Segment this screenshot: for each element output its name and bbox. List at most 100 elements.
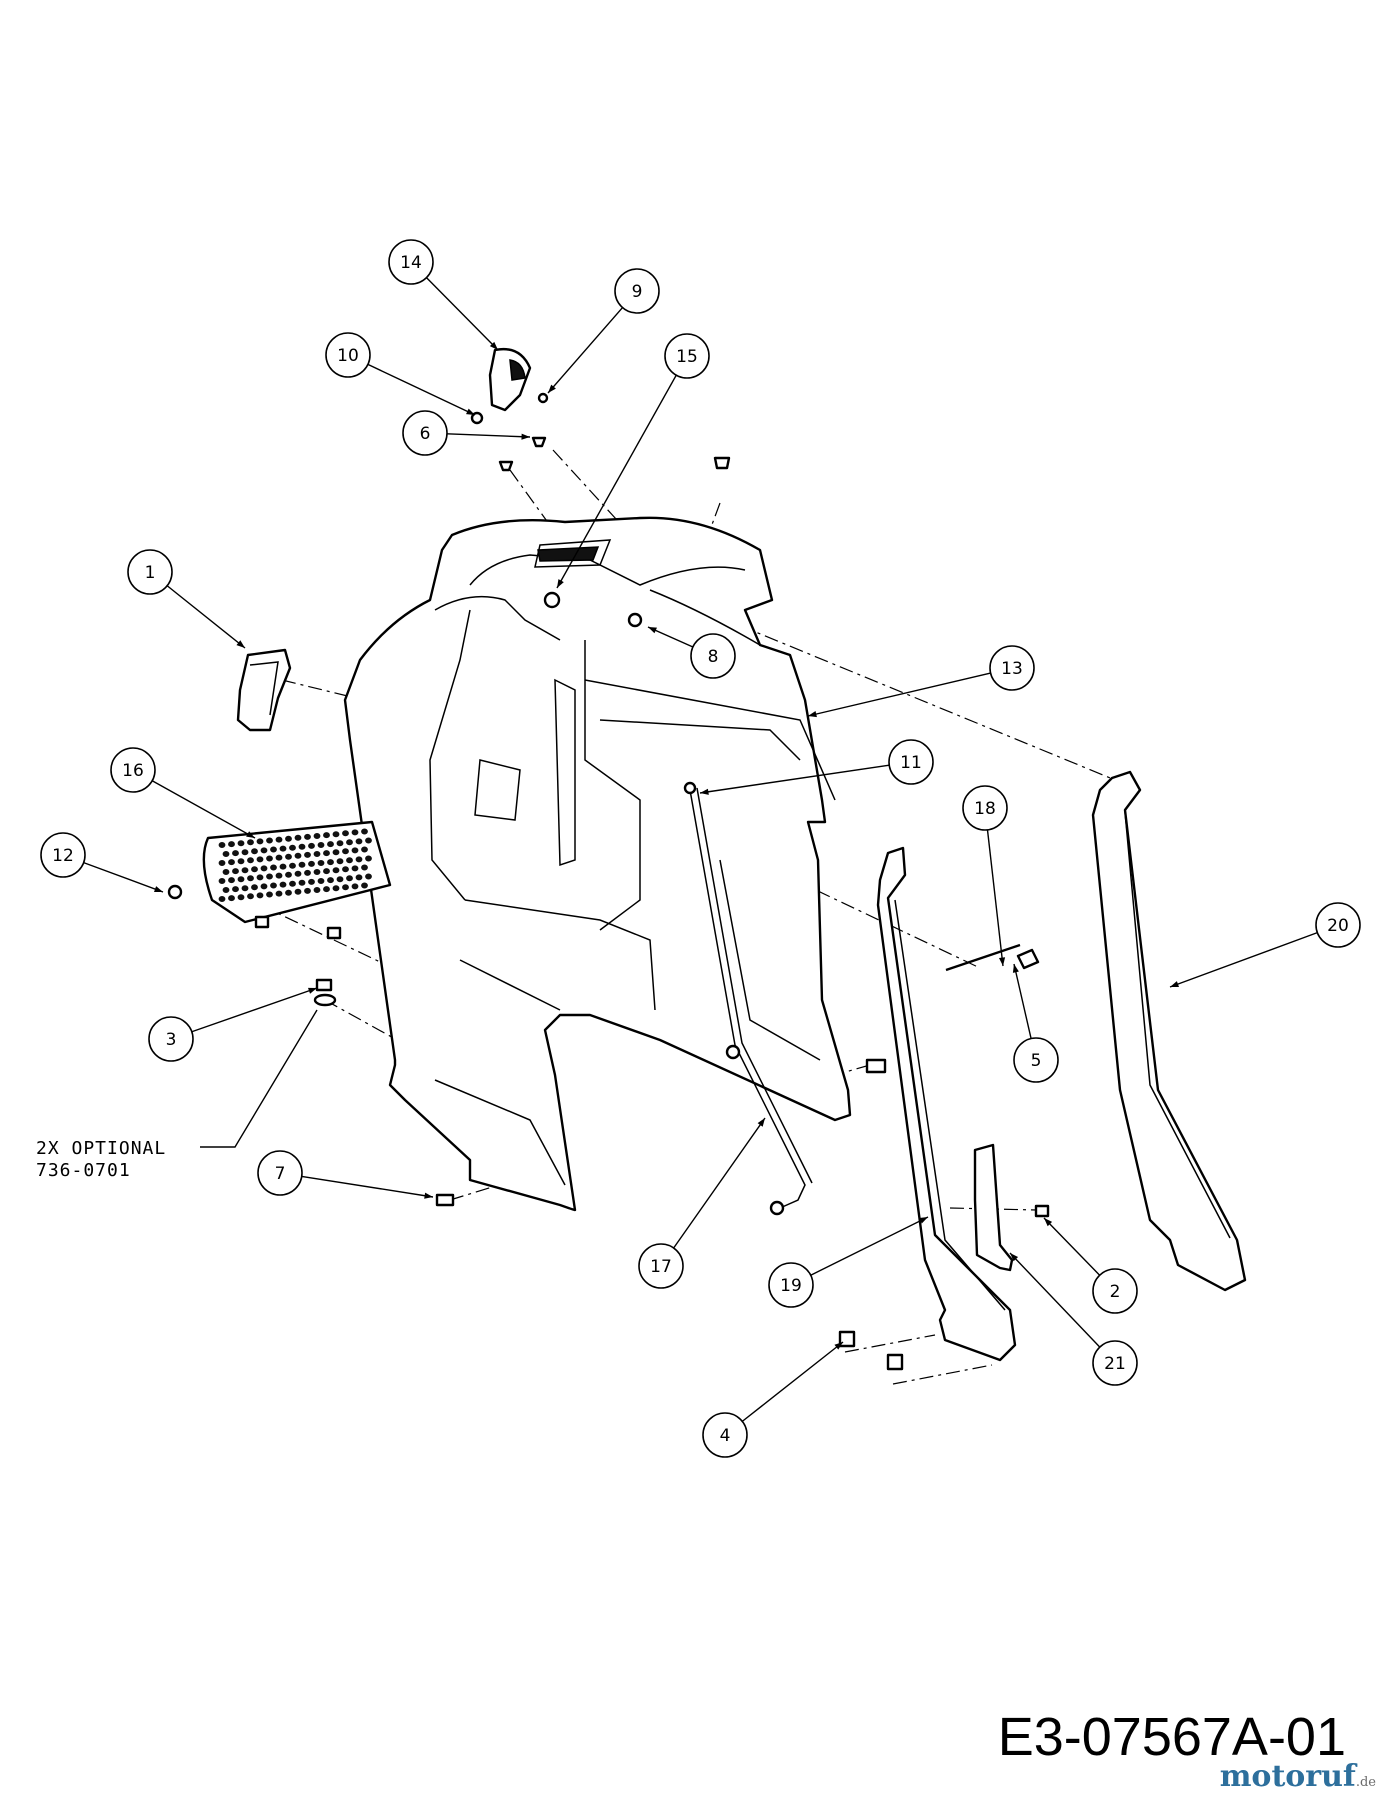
callout-circle-14 — [388, 239, 434, 285]
grille-hole — [228, 859, 235, 866]
arrowhead-12 — [154, 886, 163, 892]
callout-circle-10 — [325, 332, 371, 378]
callout-label-18: 18 — [974, 799, 996, 819]
callout-label-2: 2 — [1110, 1282, 1121, 1302]
callout-circle-15 — [664, 333, 710, 379]
grille-hole — [365, 837, 372, 844]
grille-hole — [323, 832, 330, 839]
grille-hole — [260, 883, 268, 890]
grille-hole — [232, 886, 239, 893]
grille-hole — [351, 847, 359, 854]
grille-hole — [294, 888, 302, 895]
grille-hole — [317, 860, 325, 866]
arrowhead-10 — [466, 408, 475, 415]
callout-label-21: 21 — [1104, 1354, 1126, 1374]
grille-hole — [308, 878, 315, 885]
callout-label-11: 11 — [900, 753, 922, 773]
grille-hole — [313, 833, 321, 839]
grille-hole — [266, 855, 273, 862]
watermark-tld: .de — [1355, 1775, 1376, 1790]
callout-circle-18 — [962, 785, 1008, 831]
grille-hole — [232, 868, 239, 875]
grille-hole — [285, 853, 292, 860]
grille-hole — [313, 851, 321, 857]
knob — [488, 347, 532, 412]
callout-circle-2 — [1092, 1268, 1138, 1314]
leader-lines — [83, 277, 1318, 1422]
grille-hole — [279, 845, 287, 852]
grille-hole — [336, 840, 344, 847]
callout-4: 4 — [702, 1412, 748, 1458]
arrowhead-19 — [919, 1217, 928, 1224]
callout-circle-7 — [257, 1150, 303, 1196]
grille-hole — [285, 889, 292, 896]
callout-circle-9 — [614, 268, 660, 314]
callout-label-6: 6 — [420, 424, 431, 444]
fasteners — [167, 392, 1050, 1371]
grille-hole — [327, 859, 334, 866]
grille-hole — [251, 848, 258, 855]
grille-hole — [336, 858, 344, 865]
dash-panel — [343, 516, 852, 1212]
grille-hole — [218, 842, 226, 848]
grille-hole — [279, 881, 287, 888]
callout-label-20: 20 — [1327, 916, 1349, 936]
callout-11: 11 — [888, 739, 934, 785]
grille-hole — [247, 875, 254, 882]
grille-hole — [266, 873, 273, 880]
callout-21: 21 — [1092, 1340, 1138, 1386]
leader-17 — [673, 1117, 766, 1249]
callout-circle-12 — [40, 832, 86, 878]
callout-label-10: 10 — [337, 346, 359, 366]
grille-hole — [270, 846, 277, 853]
arrowhead-15 — [557, 579, 564, 588]
grille-hole — [346, 839, 353, 846]
callout-circle-5 — [1013, 1037, 1059, 1083]
grille-hole — [275, 836, 283, 843]
grille-hole — [298, 843, 306, 850]
callout-circle-1 — [127, 549, 173, 595]
arrowhead-20 — [1170, 981, 1179, 987]
leader-7 — [301, 1175, 434, 1198]
clip — [236, 648, 292, 732]
callout-1: 1 — [127, 549, 173, 595]
grille-hole — [346, 857, 353, 864]
grille-hole — [260, 847, 268, 854]
callout-5: 5 — [1013, 1037, 1059, 1083]
leader-21 — [1009, 1252, 1101, 1348]
grille-hole — [336, 876, 344, 883]
callout-label-8: 8 — [708, 647, 719, 667]
callout-6: 6 — [402, 410, 448, 456]
callout-label-19: 19 — [780, 1276, 802, 1296]
grille-hole — [308, 842, 315, 849]
arrowhead-6 — [521, 433, 530, 440]
grille-hole — [298, 879, 306, 886]
grille-hole — [361, 882, 368, 889]
callout-16: 16 — [110, 747, 156, 793]
grille-hole — [241, 885, 249, 892]
grille-hole — [222, 851, 230, 857]
arrowhead-5 — [1012, 964, 1019, 973]
grille-hole — [323, 886, 330, 893]
callout-label-9: 9 — [632, 282, 643, 302]
grille-hole — [228, 895, 235, 902]
callout-19: 19 — [768, 1262, 814, 1308]
grille-hole — [256, 838, 264, 845]
grille-hole — [237, 840, 245, 847]
grille-hole — [256, 874, 264, 881]
grille-hole — [323, 868, 330, 875]
grille-hole — [313, 887, 321, 893]
grille-hole — [327, 841, 334, 848]
drawing-code: E3-07567A-01 — [997, 1707, 1346, 1767]
grille — [202, 820, 392, 940]
grille-hole — [218, 896, 226, 902]
optional-note: 2X OPTIONAL 736-0701 — [36, 1138, 166, 1182]
callout-label-3: 3 — [166, 1030, 177, 1050]
watermark-name: motoruf — [1219, 1759, 1356, 1794]
arrowhead-11 — [700, 788, 709, 795]
callout-label-13: 13 — [1001, 659, 1023, 679]
grille-hole — [361, 864, 368, 871]
grille-hole — [266, 891, 273, 898]
grille-hole — [237, 894, 245, 901]
